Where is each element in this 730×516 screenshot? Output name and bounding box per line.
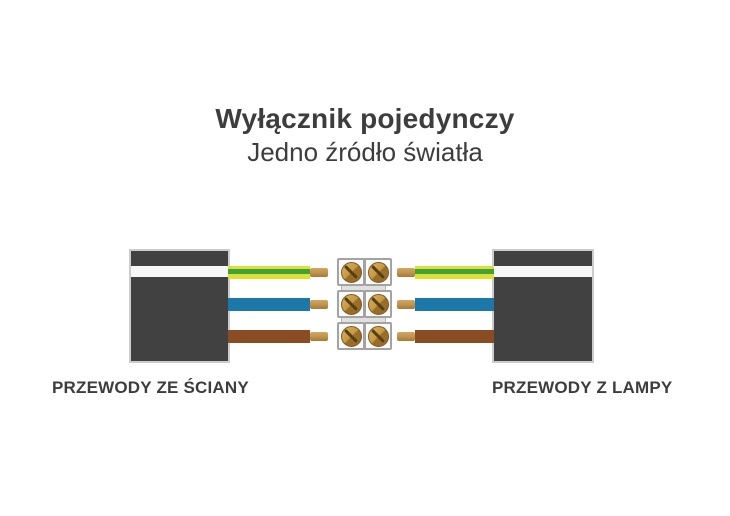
lamp-cable-sheath (492, 249, 594, 363)
wire-neutral-lamp (415, 298, 494, 311)
wire-live-lamp (415, 330, 494, 343)
page-title: Wyłącznik pojedynczy (215, 103, 515, 134)
screw-slot-icon (370, 264, 386, 280)
terminal-screw-icon (340, 261, 362, 283)
header: Wyłącznik pojedynczy Jedno źródło światł… (0, 102, 730, 169)
wall-cable-sheath (129, 249, 230, 363)
wire-neutral-lamp-copper-end (397, 300, 415, 309)
wire-live-wall-copper-end (310, 332, 328, 341)
wire-neutral-wall-copper-end (310, 300, 328, 309)
terminal-cell-neutral-right (364, 290, 392, 318)
terminal-cell-neutral-left (337, 290, 365, 318)
label-lamp-wires: PRZEWODY Z LAMPY (492, 378, 673, 397)
terminal-screw-icon (367, 325, 389, 347)
screw-slot-icon (343, 264, 359, 280)
wall-cable-stripe (131, 266, 228, 277)
wire-ground-wall (228, 266, 310, 279)
terminal-cell-ground-right (364, 258, 392, 286)
wire-ground-lamp (415, 266, 494, 279)
wire-neutral-wall (228, 298, 310, 311)
screw-slot-icon (370, 328, 386, 344)
terminal-screw-icon (367, 261, 389, 283)
terminal-screw-icon (340, 293, 362, 315)
screw-slot-icon (343, 328, 359, 344)
wire-live-wall (228, 330, 310, 343)
terminal-cell-live-right (364, 322, 392, 350)
wire-ground-lamp-copper-end (397, 268, 415, 277)
terminal-cell-ground-left (337, 258, 365, 286)
screw-slot-icon (343, 296, 359, 312)
wire-live-lamp-copper-end (397, 332, 415, 341)
screw-slot-icon (370, 296, 386, 312)
wire-ground-wall-copper-end (310, 268, 328, 277)
lamp-cable-stripe (494, 266, 592, 277)
page-subtitle: Jedno źródło światła (247, 137, 483, 167)
label-wall-wires: PRZEWODY ZE ŚCIANY (52, 378, 249, 397)
terminal-cell-live-left (337, 322, 365, 350)
terminal-screw-icon (340, 325, 362, 347)
terminal-screw-icon (367, 293, 389, 315)
